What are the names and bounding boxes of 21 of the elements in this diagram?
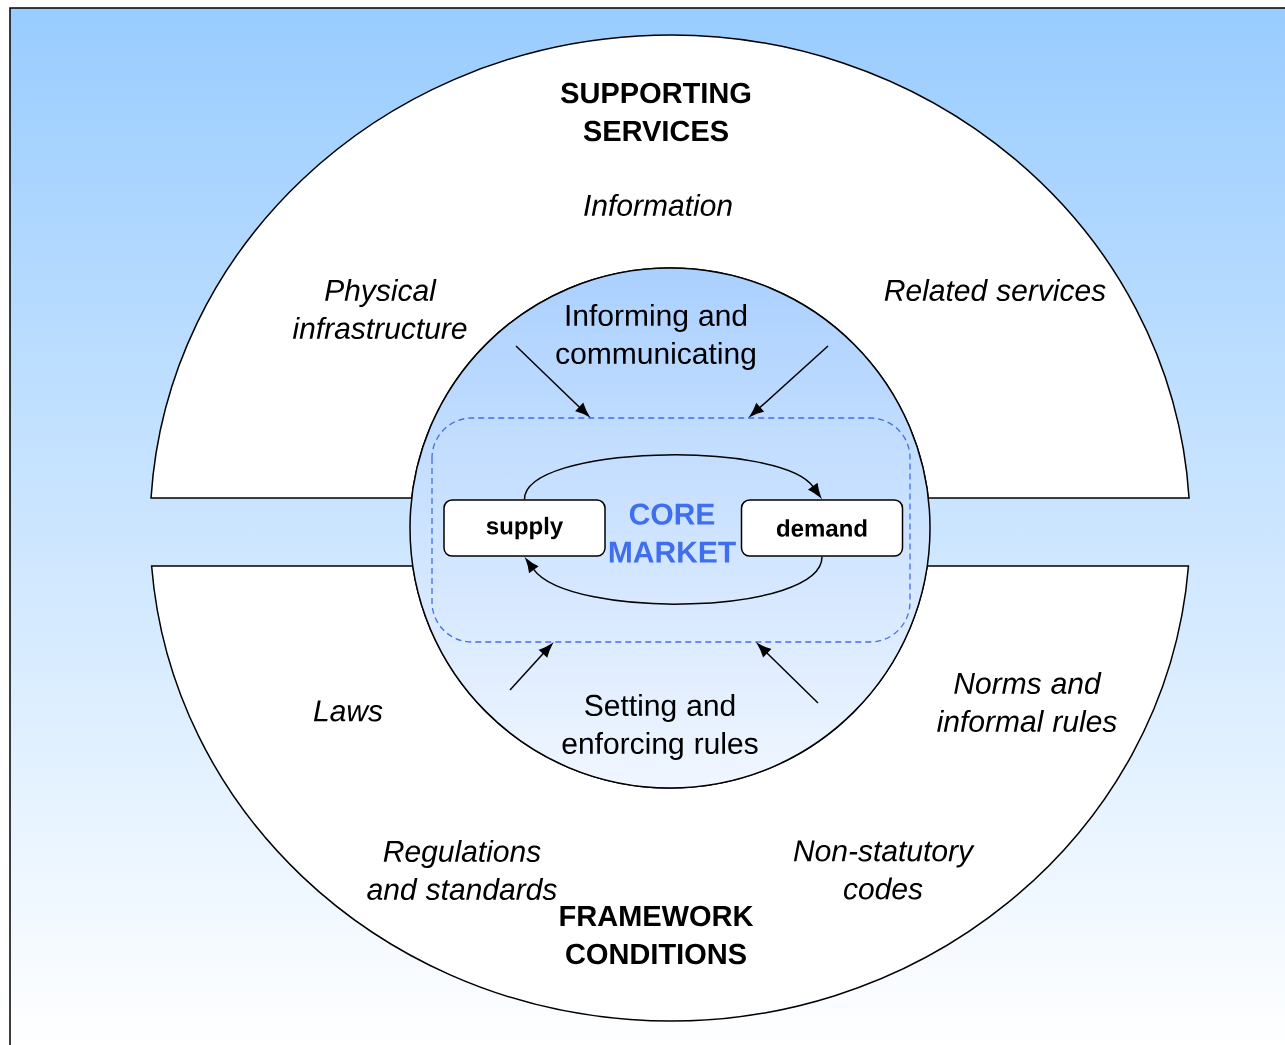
category-label: Information: [584, 194, 732, 217]
arrow: [523, 454, 821, 500]
category-label: Laws: [313, 700, 383, 722]
category-label: Related services: [884, 279, 1106, 302]
arrow: [515, 345, 590, 417]
supply-box: supply: [443, 499, 606, 557]
category-label: Physical infrastructure: [292, 279, 467, 340]
category-label: Norms and informal rules: [937, 672, 1117, 733]
demand-box: demand: [740, 499, 904, 557]
category-label: Non-statutory codes: [793, 840, 975, 900]
arrow: [509, 643, 553, 691]
arrow: [525, 556, 823, 605]
band-title: FRAMEWORK CONDITIONS: [560, 905, 754, 965]
category-label: Regulations and standards: [367, 840, 557, 901]
arrow: [757, 643, 819, 704]
upper-band: [150, 35, 1190, 499]
function-label: Informing and communicating: [556, 304, 755, 370]
function-label: Setting and enforcing rules: [562, 694, 758, 760]
lower-band: [150, 565, 1190, 1021]
arrow: [749, 345, 829, 417]
band-title: SUPPORTING SERVICES: [560, 82, 751, 142]
